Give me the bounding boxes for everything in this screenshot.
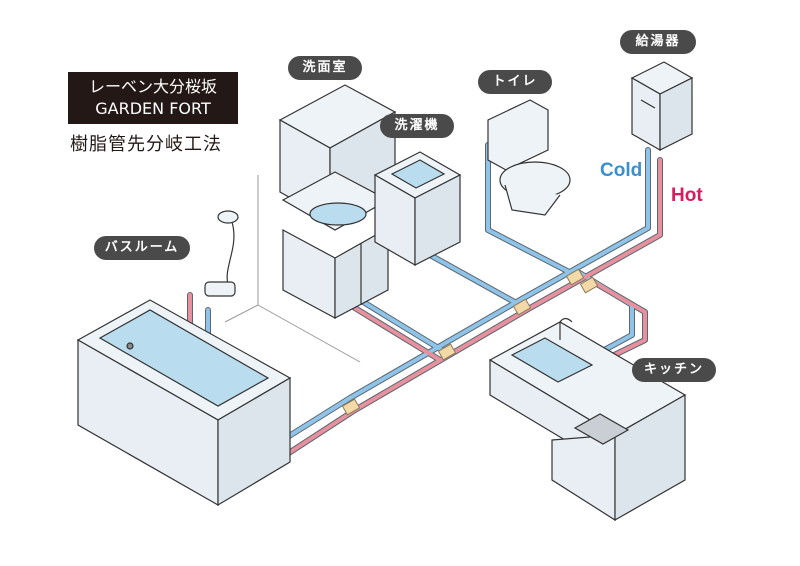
label-water-heater: 給湯器: [620, 30, 696, 54]
label-toilet: トイレ: [478, 70, 552, 94]
bathtub: [76, 299, 292, 507]
project-english-name: GARDEN FORT: [95, 99, 211, 118]
legend-cold: Cold: [600, 160, 643, 181]
room-corner-lines: [224, 175, 361, 363]
toilet: [487, 99, 571, 216]
project-title-box: レーベン大分桜坂 GARDEN FORT: [68, 72, 238, 124]
label-bathroom: バスルーム: [94, 236, 190, 260]
water-heater: [630, 61, 694, 152]
legend-hot: Hot: [671, 185, 703, 206]
kitchen-counter: [488, 317, 687, 522]
method-subtitle: 樹脂管先分岐工法: [70, 134, 222, 155]
label-kitchen: キッチン: [632, 358, 716, 382]
label-washing-machine: 洗濯機: [380, 114, 454, 138]
label-washroom: 洗面室: [288, 56, 362, 80]
shower-head: [204, 210, 239, 297]
project-name: レーベン大分桜坂: [88, 77, 217, 96]
washing-machine: [373, 151, 462, 267]
